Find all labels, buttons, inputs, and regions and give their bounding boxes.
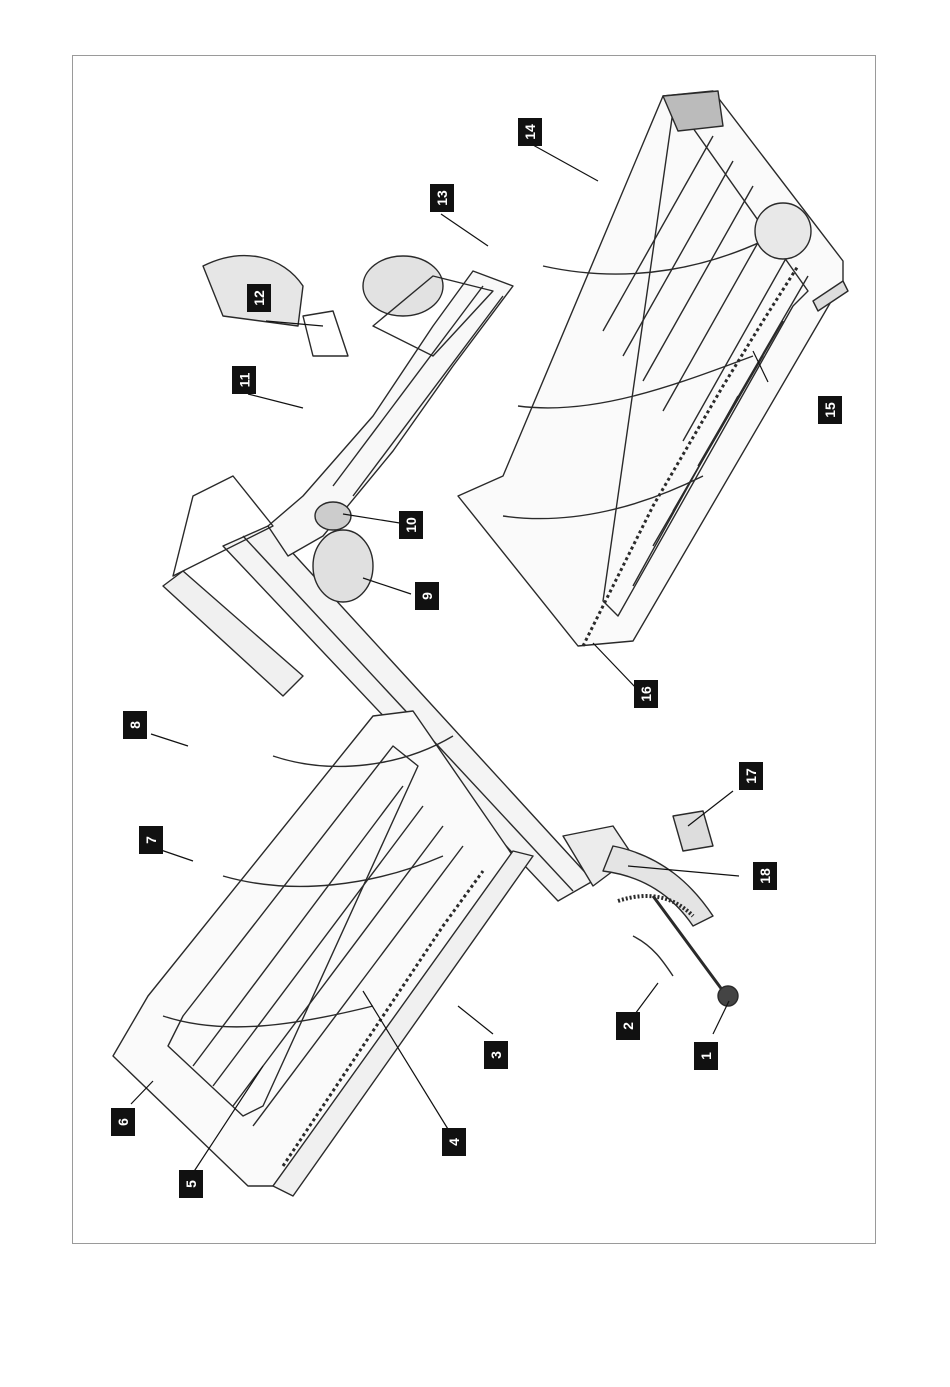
callout-7: 7 xyxy=(139,826,163,854)
figure-frame: 1 2 3 4 5 6 7 8 9 10 11 12 13 14 15 16 1… xyxy=(72,55,876,1244)
callout-4: 4 xyxy=(442,1128,466,1156)
callout-18: 18 xyxy=(753,862,777,890)
callout-14: 14 xyxy=(518,118,542,146)
callout-5: 5 xyxy=(179,1170,203,1198)
callout-15: 15 xyxy=(818,396,842,424)
callout-17: 17 xyxy=(739,762,763,790)
callout-16: 16 xyxy=(634,680,658,708)
callout-6: 6 xyxy=(111,1108,135,1136)
callout-3: 3 xyxy=(484,1041,508,1069)
callout-10: 10 xyxy=(399,511,423,539)
callout-8: 8 xyxy=(123,711,147,739)
right-mower-deck xyxy=(458,91,848,646)
lower-hitch-drive xyxy=(563,811,738,1006)
machine-drawing xyxy=(73,56,877,1245)
callout-13: 13 xyxy=(430,184,454,212)
callout-12: 12 xyxy=(247,284,271,312)
callout-11: 11 xyxy=(232,366,256,394)
callout-2: 2 xyxy=(616,1012,640,1040)
callout-1: 1 xyxy=(694,1042,718,1070)
callout-9: 9 xyxy=(415,582,439,610)
